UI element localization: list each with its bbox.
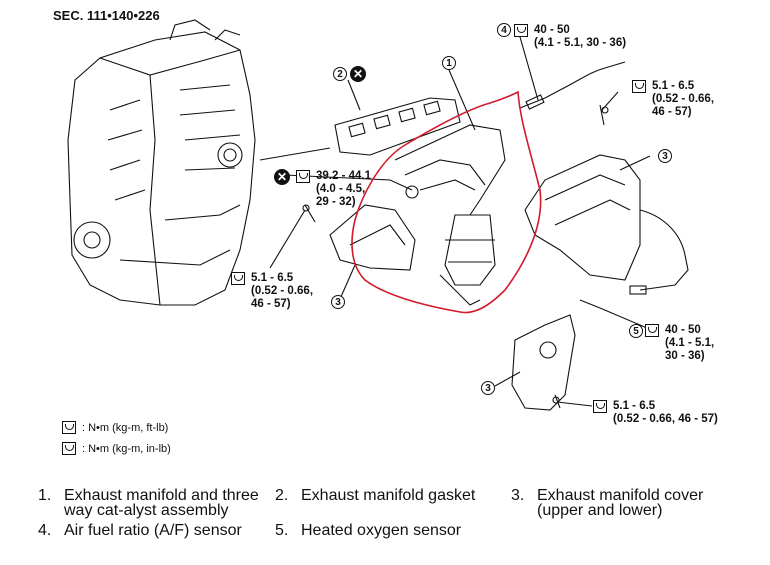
leader-nut: [284, 174, 413, 191]
left-cover-illustration: [329, 204, 416, 271]
leader-2: [347, 79, 361, 111]
lower-cover-illustration: [511, 314, 576, 411]
non-reusable-icon: ✕: [274, 169, 290, 185]
torque-left-bolt: 5.1 - 6.5 (0.52 - 0.66, 46 - 57): [251, 272, 314, 310]
leader-bolt-lower: [556, 401, 593, 407]
legend-text: : N•m (kg-m, in-lb): [82, 442, 171, 455]
torque-af-sensor: 40 - 50 (4.1 - 5.1, 30 - 36): [534, 24, 627, 49]
ho2-sensor-illustration: [629, 209, 689, 295]
gasket-illustration: [334, 97, 461, 156]
torque-ft-lb-icon: [62, 421, 76, 434]
leader-5: [579, 299, 648, 329]
callout-3-upper: 3: [658, 149, 672, 163]
callout-3-left: 3: [331, 295, 345, 309]
torque-in-lb-icon: [62, 442, 76, 455]
torque-icon: [632, 80, 646, 93]
leader-3b: [339, 264, 356, 300]
torque-right-bolt: 5.1 - 6.5 (0.52 - 0.66, 46 - 57): [652, 80, 715, 118]
callout-2: 2: [333, 67, 347, 81]
upper-cover-illustration: [524, 154, 641, 281]
non-reusable-icon: ✕: [350, 66, 366, 82]
leader-bolt-right: [601, 91, 619, 111]
torque-icon: [231, 272, 245, 285]
legend-text: : N•m (kg-m, ft-lb): [82, 421, 169, 434]
leader-engine: [259, 147, 331, 161]
torque-icon: [514, 24, 528, 37]
callout-1: 1: [442, 56, 456, 70]
af-sensor-illustration: [519, 61, 626, 110]
callout-3-lower: 3: [481, 381, 495, 395]
torque-icon: [296, 170, 310, 183]
torque-icon: [645, 324, 659, 337]
callout-5: 5: [629, 324, 643, 338]
legend-ft-lb: : N•m (kg-m, ft-lb): [62, 421, 168, 434]
manifold-catalyst-illustration: [394, 124, 506, 306]
legend-in-lb: : N•m (kg-m, in-lb): [62, 442, 171, 455]
leader-1: [448, 69, 476, 131]
section-code: SEC. 111•140•226: [53, 8, 160, 23]
leader-3a: [619, 155, 651, 171]
highlight-outline: [351, 90, 542, 314]
leader-4: [517, 29, 539, 101]
torque-ho2-sensor: 40 - 50 (4.1 - 5.1, 30 - 36): [665, 324, 715, 362]
torque-manifold-nut: 39.2 - 44.1 (4.0 - 4.5, 29 - 32): [316, 170, 371, 208]
leader-3c: [494, 371, 521, 387]
leader-bolt-left: [269, 209, 306, 269]
torque-lower-bolt: 5.1 - 6.5 (0.52 - 0.66, 46 - 57): [613, 400, 718, 425]
torque-icon: [593, 400, 607, 413]
callout-4: 4: [497, 23, 511, 37]
engine-block-illustration: [67, 19, 256, 306]
